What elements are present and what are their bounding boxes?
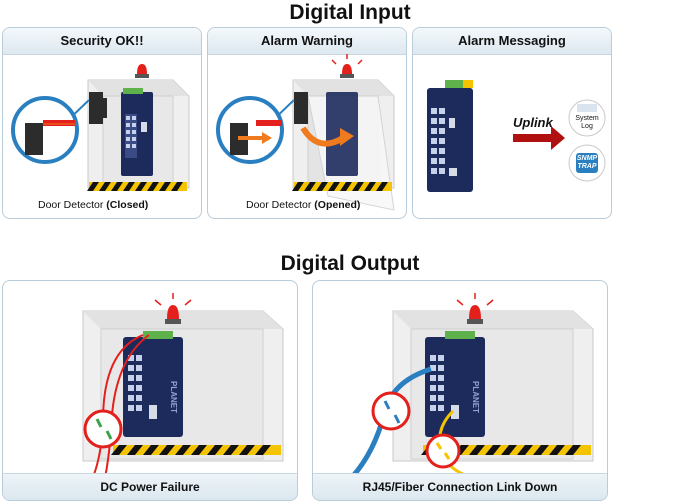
- system-log-icon: [568, 99, 606, 137]
- io-label: I/O: [266, 115, 275, 121]
- panel-link-down: PLANET RJ45/Fiber Connection Link Down: [312, 280, 608, 501]
- broken-cable-icon: [83, 409, 123, 449]
- snmp-trap-line-2: TRAP: [577, 163, 597, 170]
- alarm-light-icon: [331, 54, 363, 78]
- uplink-arrow-icon: [513, 126, 565, 150]
- snmp-trap-label: SNMP TRAP: [574, 155, 600, 171]
- io-label: I/O: [55, 115, 64, 121]
- snmp-trap-line-1: SNMP: [576, 155, 598, 162]
- broken-cable-icon: [425, 433, 461, 469]
- door-detector-icon: [230, 120, 282, 155]
- digital-output-title: Digital Output: [280, 252, 420, 275]
- snmp-trap-icon: [568, 144, 606, 182]
- door-detector-icon: [25, 120, 75, 155]
- panel-alarm-warning: Alarm Warning: [207, 27, 407, 219]
- network-switch-icon: [121, 88, 153, 176]
- cabinet-opened-illustration: [216, 54, 395, 211]
- caption-prefix: Door Detector: [38, 199, 107, 211]
- network-switch-icon: [427, 80, 473, 192]
- system-log-label: System Log: [573, 115, 601, 131]
- system-log-line-1: System: [575, 115, 599, 122]
- panel-footer: DC Power Failure: [3, 473, 297, 500]
- link-down-illustration: PLANET: [351, 293, 594, 483]
- panel-footer: RJ45/Fiber Connection Link Down: [313, 473, 607, 500]
- network-switch-icon: PLANET: [425, 331, 485, 437]
- caption-opened: Door Detector (Opened): [246, 199, 360, 211]
- broken-cable-icon: [371, 391, 411, 431]
- alarm-light-icon: [154, 293, 192, 324]
- panel-security-ok: Security OK!!: [2, 27, 202, 219]
- system-log-line-2: Log: [581, 123, 593, 130]
- panel-header: Security OK!!: [3, 28, 201, 55]
- caption-prefix: Door Detector: [246, 199, 315, 211]
- caption-closed: Door Detector (Closed): [38, 199, 148, 211]
- brand-text: PLANET: [169, 381, 178, 413]
- dc-power-failure-illustration: PLANET: [82, 293, 284, 497]
- panel-header: Alarm Messaging: [413, 28, 611, 55]
- network-switch-icon: PLANET: [123, 331, 183, 437]
- alarm-messaging-illustration: [427, 80, 606, 192]
- panel-alarm-messaging: Alarm Messaging: [412, 27, 612, 219]
- caption-state: (Closed): [106, 199, 149, 211]
- brand-text: PLANET: [471, 381, 480, 413]
- alarm-light-icon: [135, 64, 149, 78]
- cabinet-closed-illustration: [11, 64, 190, 191]
- alarm-light-icon: [456, 293, 494, 324]
- uplink-label: Uplink: [513, 115, 553, 130]
- caption-state: (Opened): [314, 199, 361, 211]
- digital-input-title: Digital Input: [289, 1, 411, 24]
- panel-header: Alarm Warning: [208, 28, 406, 55]
- panel-dc-power-failure: PLANET DC Power Failure: [2, 280, 298, 501]
